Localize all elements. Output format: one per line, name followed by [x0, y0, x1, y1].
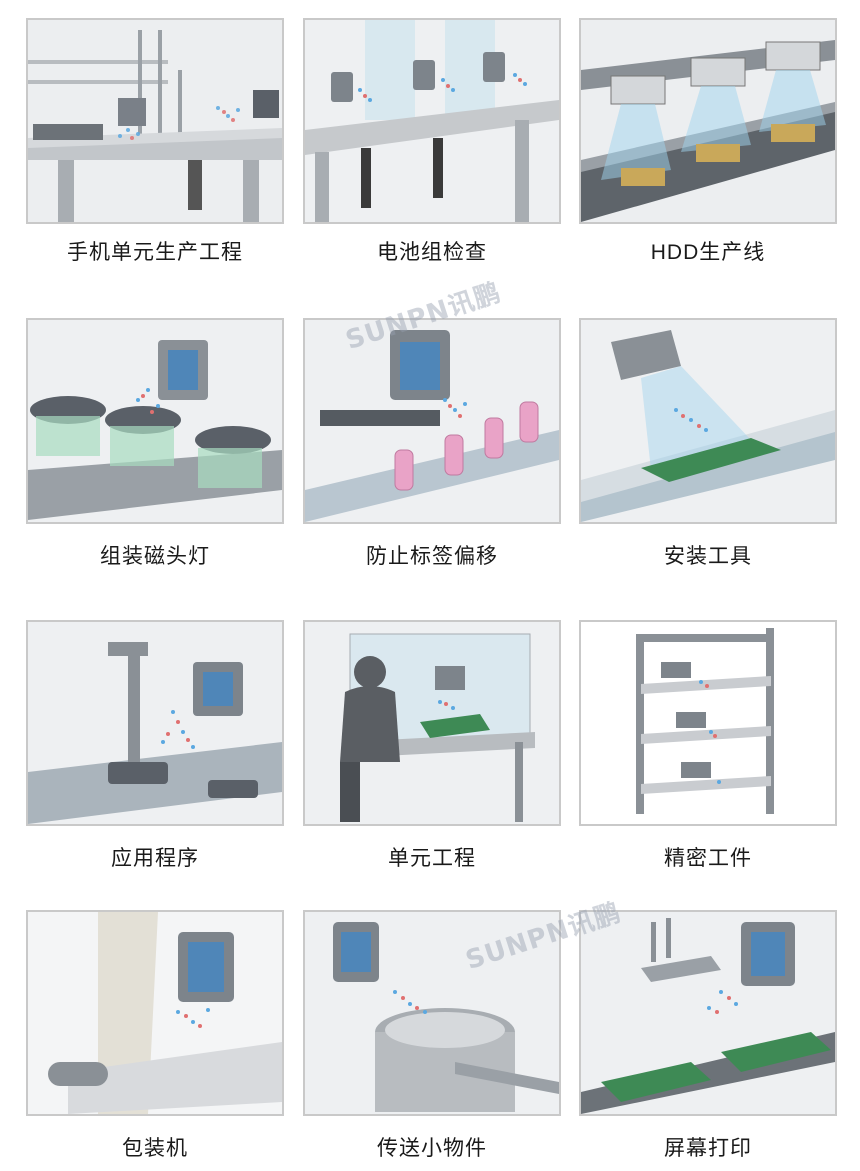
- scene-image: [26, 318, 284, 524]
- caption: 屏幕打印: [664, 1137, 752, 1160]
- scene-table-ionizers-illustration: [305, 20, 559, 222]
- scene-image: [579, 620, 837, 826]
- scene-operator-booth-illustration: [305, 622, 559, 824]
- caption: 电池组检查: [377, 241, 487, 264]
- caption: 精密工件: [664, 847, 752, 870]
- scene-image: [579, 318, 837, 524]
- scene-workbench-illustration: [28, 20, 282, 222]
- scene-image: [579, 18, 837, 224]
- caption: 单元工程: [388, 847, 476, 870]
- caption: 包装机: [122, 1137, 188, 1160]
- scene-bottles-illustration: [305, 320, 559, 522]
- scene-image: [26, 18, 284, 224]
- scene-image: [303, 18, 561, 224]
- scene-pcb-conveyor-illustration: [581, 320, 835, 522]
- scene-image: [303, 910, 561, 1116]
- scene-robot-arm-illustration: [28, 622, 282, 824]
- scene-image: [26, 910, 284, 1116]
- scene-rack-illustration: [581, 622, 835, 824]
- caption: 防止标签偏移: [366, 545, 498, 568]
- scene-image: [303, 620, 561, 826]
- caption: 手机单元生产工程: [67, 241, 243, 264]
- scene-hdd-line-illustration: [581, 20, 835, 222]
- caption: 组装磁头灯: [100, 545, 210, 568]
- caption: 应用程序: [111, 847, 199, 870]
- scene-screen-print-illustration: [581, 912, 835, 1114]
- scene-packaging-illustration: [28, 912, 282, 1114]
- scene-lamps-illustration: [28, 320, 282, 522]
- scene-image: [579, 910, 837, 1116]
- caption: 安装工具: [664, 545, 752, 568]
- scene-bowl-feeder-illustration: [305, 912, 559, 1114]
- caption: 传送小物件: [377, 1137, 487, 1160]
- caption: HDD生产线: [650, 241, 766, 264]
- scene-image: [26, 620, 284, 826]
- scene-image: [303, 318, 561, 524]
